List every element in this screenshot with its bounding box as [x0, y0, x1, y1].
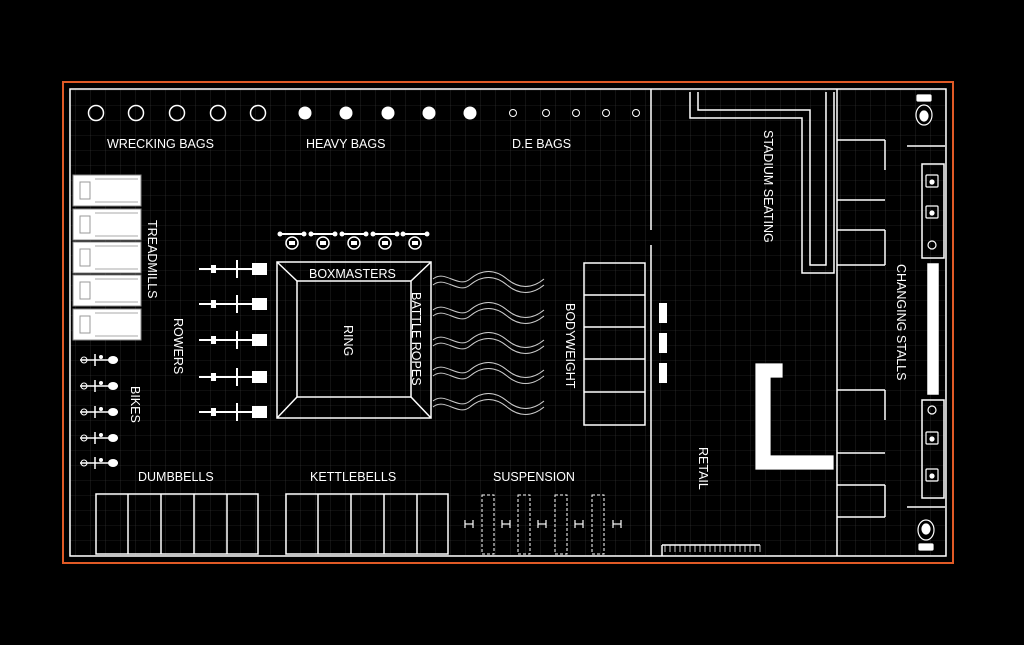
de-bag [602, 109, 610, 117]
heavy-bags [298, 106, 477, 120]
rower [199, 403, 267, 421]
rower [199, 368, 267, 386]
suspension-strap [464, 520, 474, 528]
boxmaster [370, 231, 400, 250]
retail-counter [754, 362, 835, 471]
heavy-bag [422, 106, 436, 120]
wrecking-bag [127, 104, 145, 122]
treadmill [72, 308, 142, 341]
rower [199, 295, 267, 313]
heavy-bags-label: HEAVY BAGS [306, 137, 385, 151]
stadium-seating-label: STADIUM SEATING [761, 130, 775, 243]
heavy-bag [298, 106, 312, 120]
sinks [925, 174, 939, 482]
boxmaster [277, 231, 307, 250]
bike [80, 432, 118, 444]
wrecking-bags-label: WRECKING BAGS [107, 137, 214, 151]
suspension-stations [464, 494, 622, 555]
toilet-icon [915, 94, 933, 126]
battle-rope [432, 332, 545, 354]
suspension-frame [481, 494, 495, 555]
sink-icon [925, 174, 939, 188]
battle-rope [432, 362, 545, 384]
suspension-frame [591, 494, 605, 555]
heavy-bag [463, 106, 477, 120]
suspension-strap [574, 520, 584, 528]
battle-rope [432, 393, 545, 415]
suspension-label: SUSPENSION [493, 470, 575, 484]
battle-rope [432, 302, 545, 324]
bike [80, 354, 118, 366]
de-bags-label: D.E BAGS [512, 137, 571, 151]
bike [80, 380, 118, 392]
boxmaster [339, 231, 369, 250]
bike [80, 406, 118, 418]
bike [80, 457, 118, 469]
suspension-strap [501, 520, 511, 528]
de-bags [509, 109, 640, 117]
dumbbells-label: DUMBBELLS [138, 470, 214, 484]
sink-icon [925, 205, 939, 219]
drain-icon [927, 405, 937, 415]
treadmills [72, 174, 142, 341]
dumbbell-rack [95, 493, 259, 555]
de-bag [509, 109, 517, 117]
ring-label: RING [341, 325, 355, 356]
treadmill [72, 174, 142, 207]
stadium-seating [689, 92, 835, 274]
treadmill [72, 241, 142, 274]
treadmills-label: TREADMILLS [145, 220, 159, 299]
boxmasters [277, 231, 430, 250]
bodyweight-label: BODYWEIGHT [563, 303, 577, 389]
wrecking-bags [87, 104, 267, 122]
suspension-strap [537, 520, 547, 528]
wrecking-bag [209, 104, 227, 122]
drain-icon [927, 240, 937, 250]
rowers [199, 260, 267, 421]
interior-walls [650, 89, 838, 556]
retail-label: RETAIL [696, 447, 710, 490]
treadmill [72, 274, 142, 307]
kettlebells-label: KETTLEBELLS [310, 470, 396, 484]
de-bag [572, 109, 580, 117]
rower [199, 331, 267, 349]
bikes-label: BIKES [128, 386, 142, 423]
suspension-frame [554, 494, 568, 555]
wrecking-bag [87, 104, 105, 122]
battle-ropes [432, 271, 545, 415]
wrecking-bag [168, 104, 186, 122]
rower [199, 260, 267, 278]
heavy-bag [381, 106, 395, 120]
wrecking-bag [249, 104, 267, 122]
de-bag [632, 109, 640, 117]
boxing-ring [276, 261, 432, 419]
battle-ropes-label: BATTLE ROPES [409, 292, 423, 386]
bodyweight-area [583, 262, 646, 426]
suspension-frame [517, 494, 531, 555]
battle-rope [432, 271, 545, 293]
boxmaster [308, 231, 338, 250]
sink-icon [925, 468, 939, 482]
boxmaster [400, 231, 430, 250]
rowers-label: ROWERS [171, 318, 185, 374]
restroom-fixtures [907, 145, 945, 508]
sink-icon [925, 431, 939, 445]
heavy-bag [339, 106, 353, 120]
de-bag [542, 109, 550, 117]
toilet-icon [917, 519, 935, 551]
suspension-strap [612, 520, 622, 528]
treadmill [72, 208, 142, 241]
boxmasters-label: BOXMASTERS [309, 267, 396, 281]
kettlebell-rack [285, 493, 449, 555]
changing-stalls [837, 139, 886, 518]
changing-stalls-label: CHANGING STALLS [894, 264, 908, 380]
bodyweight-blocks [659, 303, 667, 383]
floor-grid [69, 88, 947, 557]
bikes [80, 354, 118, 469]
